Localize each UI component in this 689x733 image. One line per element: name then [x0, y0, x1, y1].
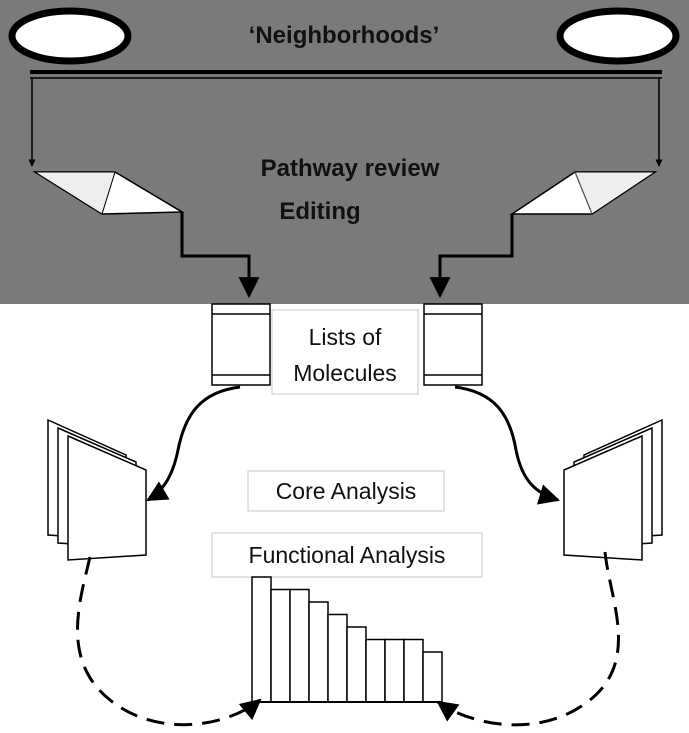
histogram-bar: [289, 588, 310, 703]
pages-stack-right: [563, 418, 663, 561]
histogram-bar: [308, 601, 329, 703]
curve-arrow-left: [146, 385, 241, 502]
pages-stack-left: [47, 418, 147, 561]
functional-analysis-label: Functional Analysis: [249, 542, 446, 568]
histogram-bar: [422, 651, 443, 703]
histogram-bar: [365, 638, 386, 703]
lists-label-line1: Lists of: [309, 324, 382, 350]
list-box-left: [211, 303, 271, 386]
core-analysis-box: [247, 470, 445, 512]
oval-left: [8, 7, 132, 65]
histogram-bar: [270, 588, 291, 703]
lists-label-box: [271, 309, 419, 395]
histogram: [251, 576, 443, 703]
pathway-review-label: Pathway review: [261, 155, 440, 182]
dashed-curve-left: [76, 556, 262, 727]
list-box-right: [423, 303, 483, 386]
editing-label: Editing: [279, 198, 360, 225]
dashed-curve-right: [436, 551, 620, 727]
connector-left: [180, 212, 260, 299]
neighborhoods-title: ‘Neighborhoods’: [249, 22, 440, 49]
histogram-bar: [251, 576, 272, 703]
histogram-bar: [403, 638, 424, 703]
oval-right: [556, 7, 680, 65]
histogram-bar: [384, 638, 405, 703]
functional-analysis-box: [211, 532, 483, 578]
core-analysis-label: Core Analysis: [276, 478, 417, 504]
curve-arrow-right: [454, 385, 561, 505]
lists-label-line2: Molecules: [293, 360, 397, 386]
pathway-shape-right: [509, 171, 658, 215]
histogram-bar: [346, 626, 367, 703]
connector-right: [429, 214, 514, 299]
histogram-bar: [327, 613, 348, 703]
